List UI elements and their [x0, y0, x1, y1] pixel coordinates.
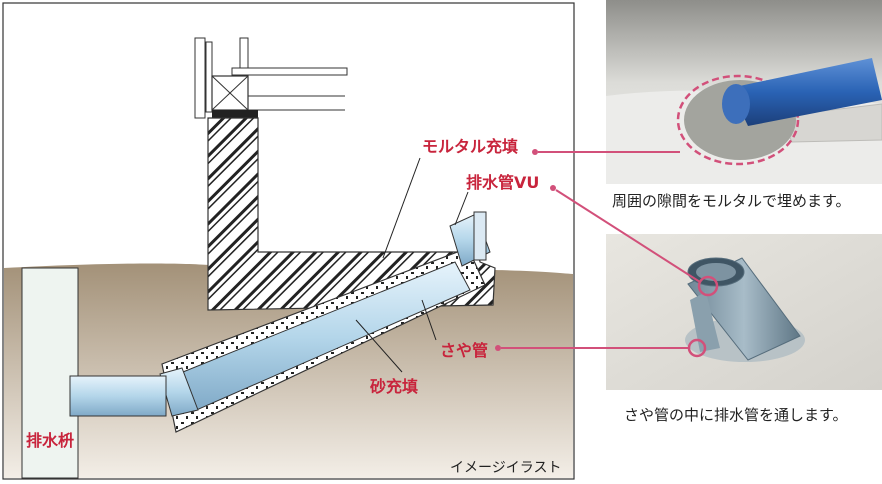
drain-leader	[454, 191, 469, 226]
sleeve-ring-marker	[687, 338, 707, 358]
drain-basin	[21, 267, 79, 479]
mortar-highlight-circle	[676, 74, 800, 166]
connectors	[495, 149, 719, 358]
sleeve-pipe-label: さや管	[440, 341, 488, 360]
drain-pipe-vu-label: 排水管VU	[466, 173, 539, 192]
illustration-panel: モルタル充填 排水管VU さや管 砂充填 排水枡 イメージイラスト	[2, 2, 575, 480]
image-note: イメージイラスト	[450, 460, 561, 476]
top-photo-caption: 周囲の隙間をモルタルで埋めます。	[612, 192, 851, 210]
sand-fill-label: 砂充填	[370, 377, 418, 396]
mortar-leader	[382, 157, 421, 259]
building-wall	[194, 37, 348, 119]
photo-mortar	[606, 0, 882, 184]
photo-sleeve	[606, 234, 882, 390]
mortar-connector-dot	[532, 149, 538, 155]
drain-pipe-vu	[69, 211, 491, 417]
sleeve-leader	[421, 299, 437, 341]
drain-ring-marker	[697, 275, 719, 297]
mortar-fill-label: モルタル充填	[422, 137, 518, 156]
sleeve-connector-dot	[495, 345, 501, 351]
sand-leader	[355, 319, 403, 373]
foundation	[207, 117, 496, 311]
drain-basin-label: 排水枡	[26, 431, 74, 450]
bottom-photo-caption: さや管の中に排水管を通します。	[624, 406, 848, 424]
drain-connector-dot	[550, 185, 556, 191]
